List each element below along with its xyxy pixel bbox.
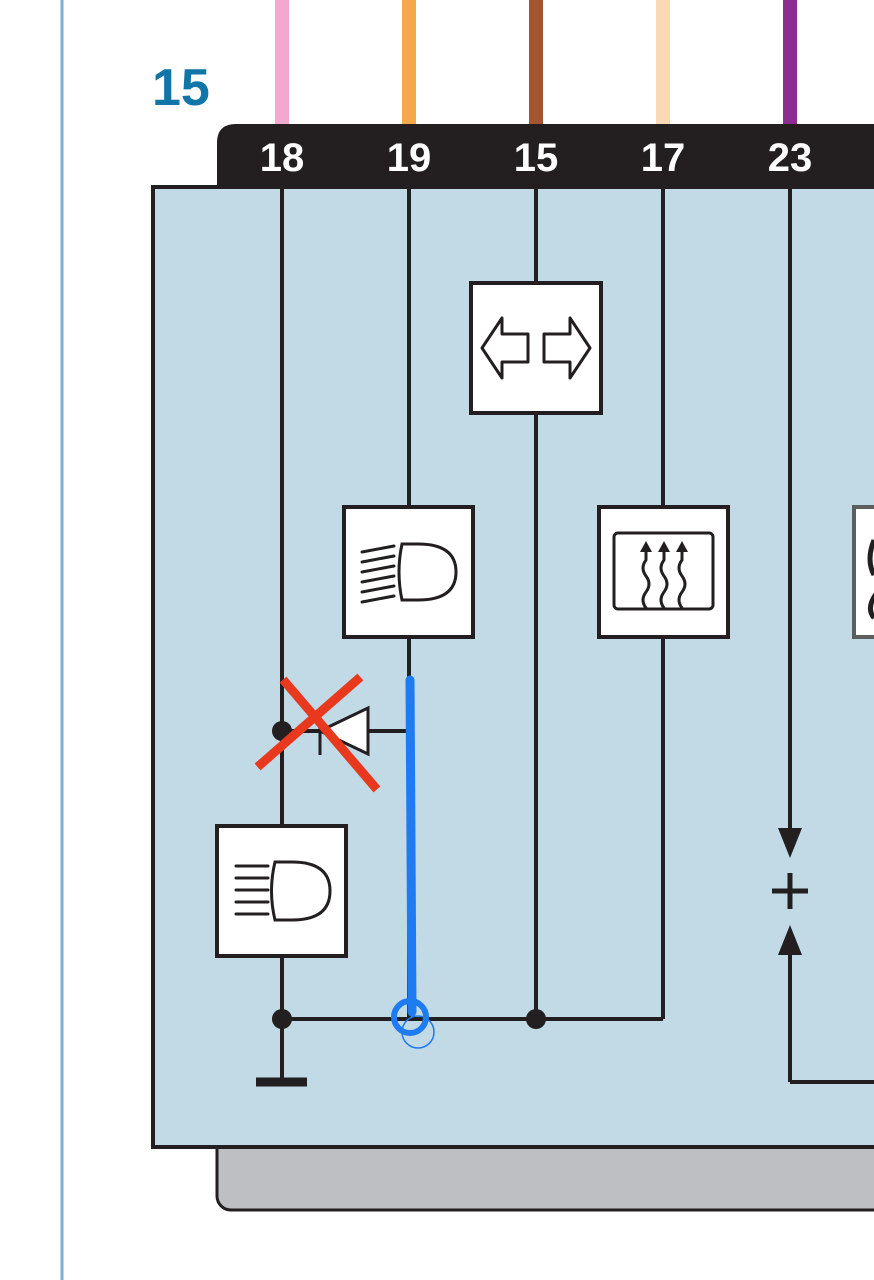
circuit-traces bbox=[280, 187, 874, 1084]
wire-pin-19[interactable] bbox=[402, 0, 416, 130]
turn-signal-component[interactable] bbox=[469, 281, 603, 415]
wire-pin-15[interactable] bbox=[529, 0, 543, 130]
headlight-low-beam-icon bbox=[234, 860, 332, 922]
partial-component-icon bbox=[867, 539, 874, 620]
input-wires bbox=[275, 0, 797, 130]
turn-signal-arrows-icon bbox=[480, 316, 592, 380]
high-beam-component[interactable] bbox=[342, 505, 475, 639]
rear-defrost-component[interactable] bbox=[597, 505, 730, 639]
pin-label-19: 19 bbox=[387, 136, 432, 180]
connector-pin-labels: 18 19 15 17 23 bbox=[260, 136, 813, 180]
drawn-wire-annotation[interactable] bbox=[391, 675, 435, 1049]
pin-label-23: 23 bbox=[768, 136, 813, 180]
pin-label-17: 17 bbox=[641, 136, 686, 180]
sheet-number: 15 bbox=[152, 59, 210, 117]
pin-label-15: 15 bbox=[514, 136, 559, 180]
partial-right-component[interactable] bbox=[852, 505, 874, 639]
strike-x-mark bbox=[254, 673, 381, 793]
wire-pin-18[interactable] bbox=[275, 0, 289, 130]
low-beam-component[interactable] bbox=[215, 824, 348, 958]
pin-label-18: 18 bbox=[260, 136, 305, 180]
test-point-icon bbox=[772, 828, 808, 955]
headlight-high-beam-icon bbox=[360, 542, 458, 604]
rear-window-defrost-icon bbox=[612, 531, 715, 611]
wire-pin-23[interactable] bbox=[783, 0, 797, 130]
wire-pin-17[interactable] bbox=[656, 0, 670, 130]
connector-strip bbox=[217, 124, 874, 200]
defrost-arrowheads bbox=[640, 541, 688, 552]
